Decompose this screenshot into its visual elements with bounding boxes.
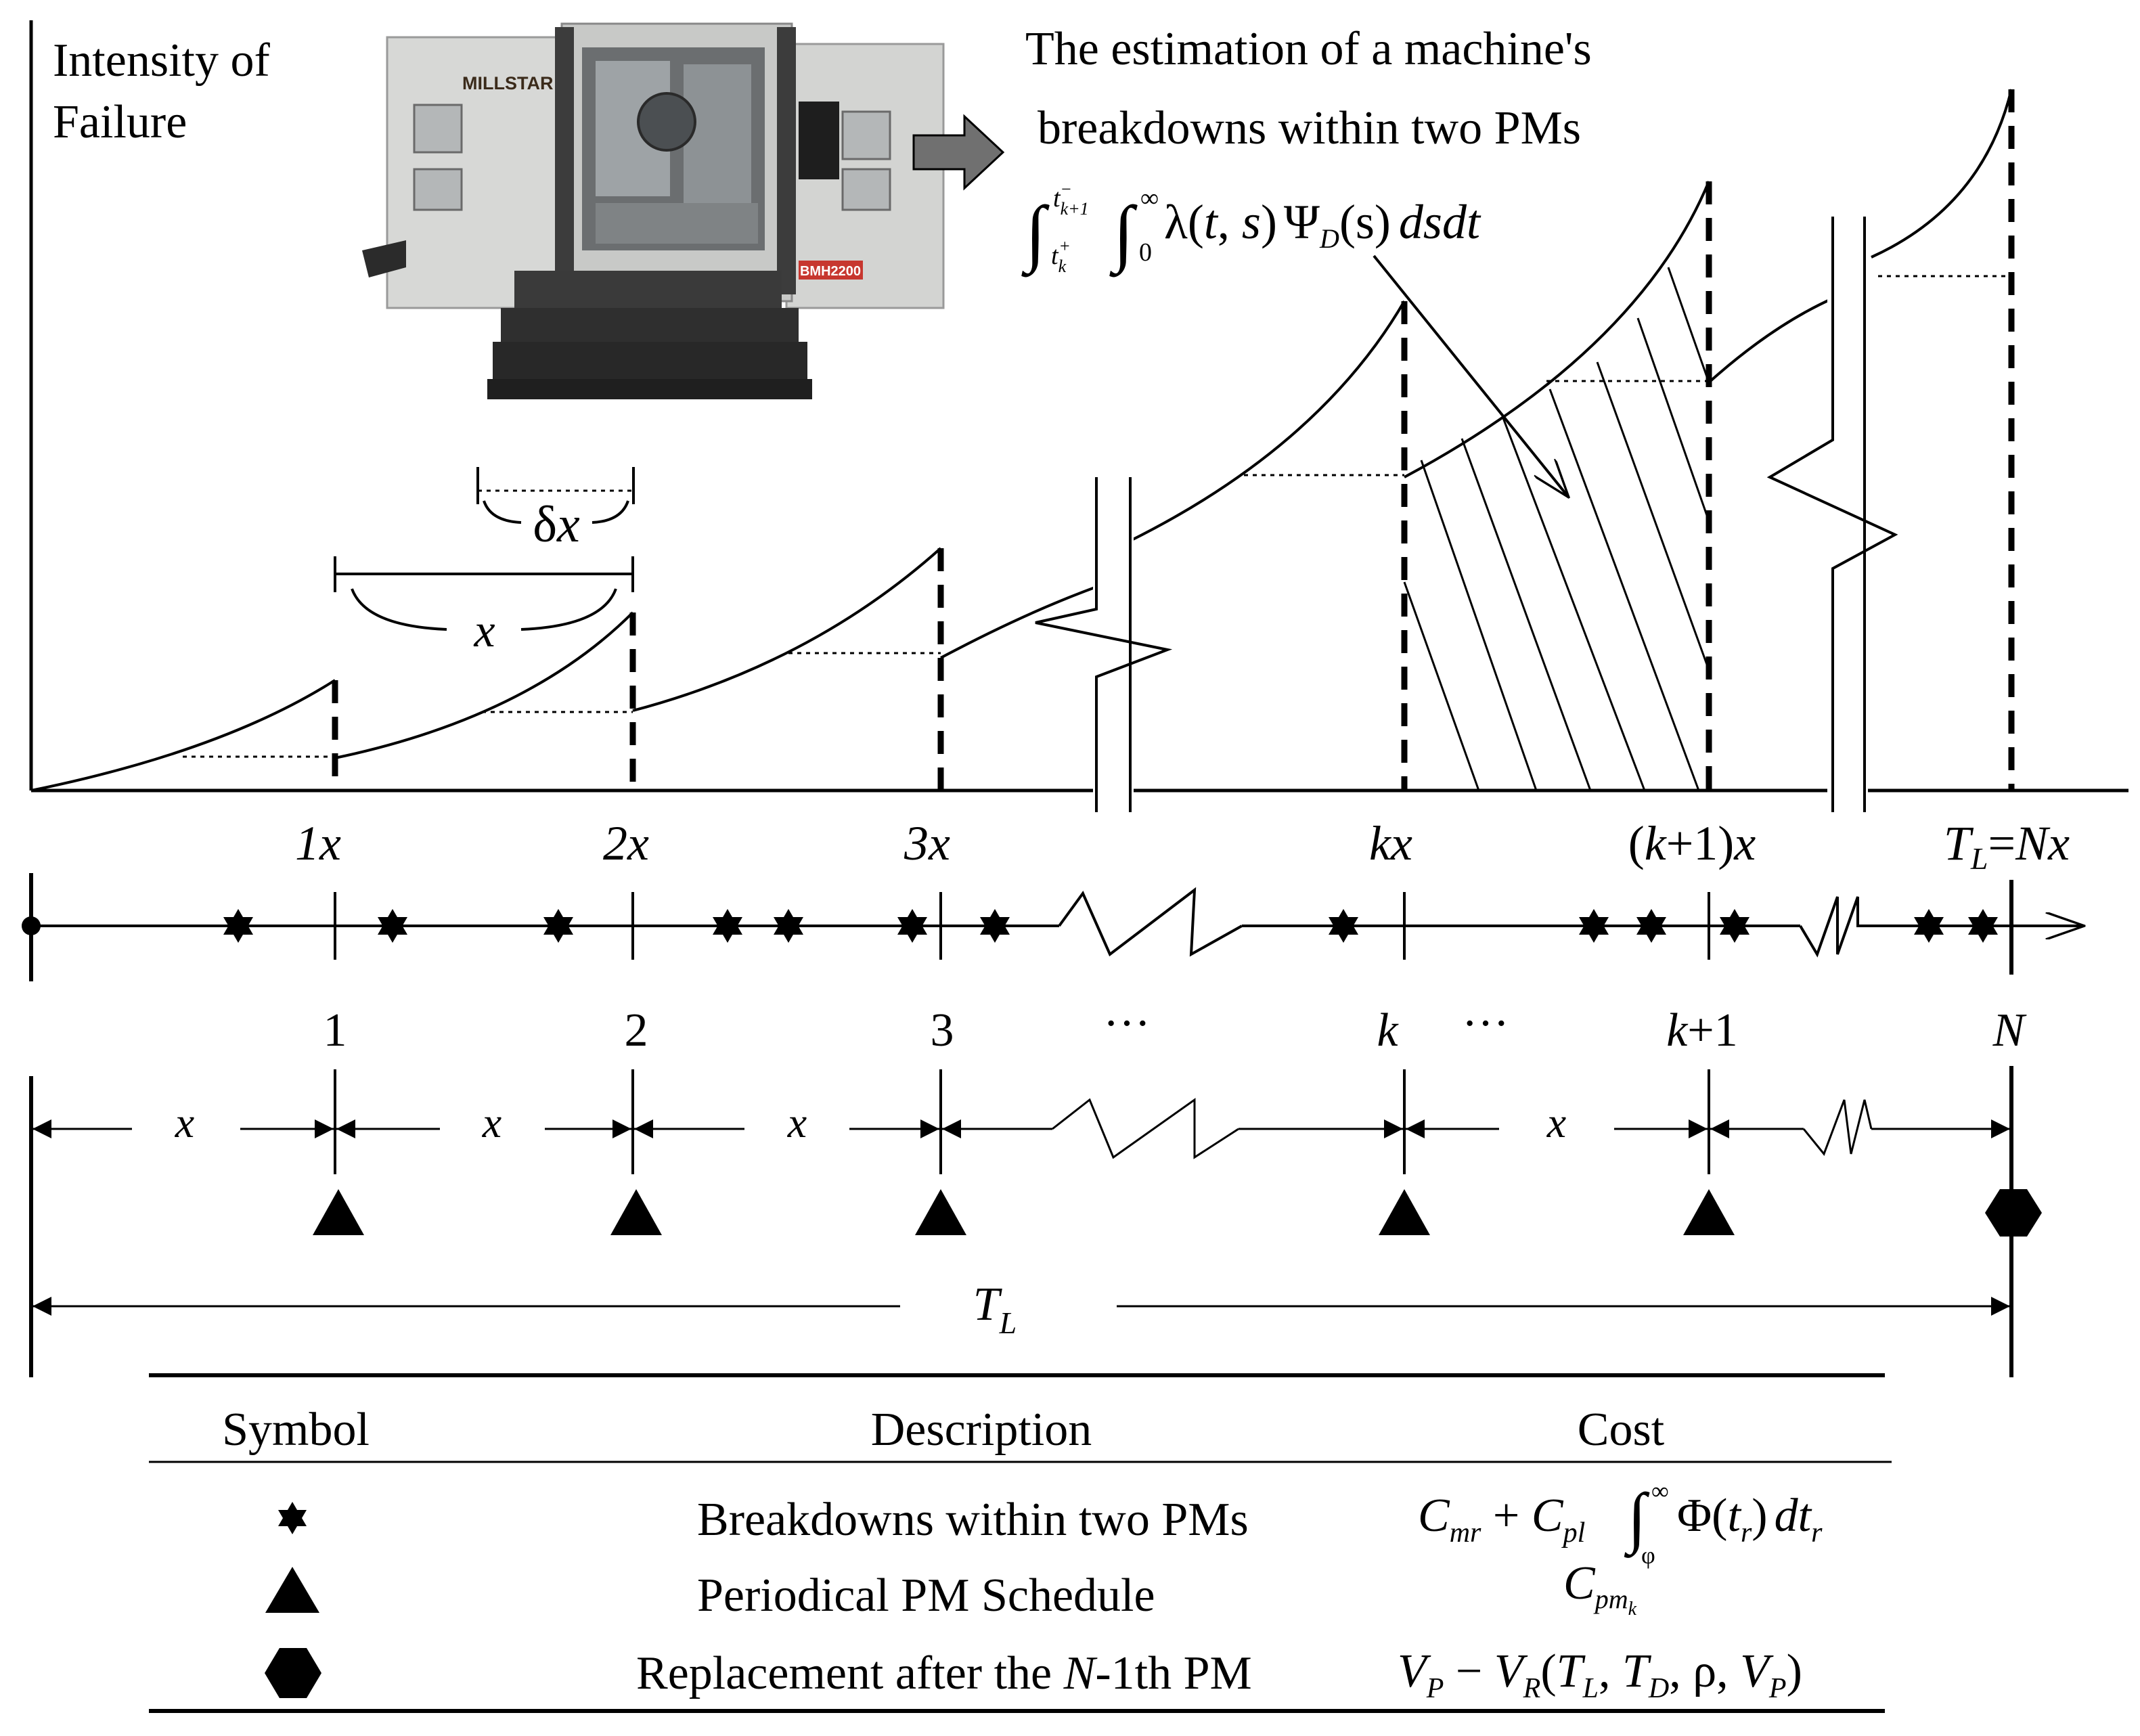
pm-index-labels: 1 2 3 ··· k ··· k+1 N xyxy=(324,998,2027,1056)
breakdown-star-icon xyxy=(1579,909,1609,943)
legend-cost-pm: Cpmk xyxy=(1563,1557,1637,1620)
integral-sign-1: ∫ xyxy=(1021,191,1050,277)
svg-text:0: 0 xyxy=(1139,238,1152,267)
label-k1x: (k+1)x xyxy=(1628,816,1756,870)
axis-break-2 xyxy=(1766,210,1898,812)
svg-text:tk: tk xyxy=(1051,242,1067,276)
pm-label-k: k xyxy=(1377,1004,1399,1056)
spacing-x-4: x xyxy=(1546,1098,1566,1147)
pm-label-1: 1 xyxy=(324,1004,347,1056)
breakdown-star-icon xyxy=(1968,909,1998,943)
callout-line1: The estimation of a machine's xyxy=(1025,23,1592,75)
intensity-curve-1 xyxy=(30,679,336,792)
machine-model: BMH2200 xyxy=(800,264,861,279)
breakdown-star-icon xyxy=(378,909,407,943)
breakdown-timeline xyxy=(22,873,2085,981)
pm-label-3: 3 xyxy=(931,1004,954,1056)
breakdown-star-icon xyxy=(1329,909,1358,943)
breakdown-star-icon xyxy=(1914,909,1944,943)
pm-triangle-3 xyxy=(915,1189,966,1235)
hatched-breakdown-area xyxy=(1403,267,1710,791)
svg-text:Φ(tr)dtr: Φ(tr)dtr xyxy=(1677,1490,1823,1549)
intensity-curve-6a xyxy=(1708,296,1835,384)
pm-label-2: 2 xyxy=(625,1004,648,1056)
legend-desc-replacement: Replacement after the N-1th PM xyxy=(636,1647,1252,1699)
header-description: Description xyxy=(871,1404,1092,1456)
spacing-x-1: x xyxy=(175,1098,194,1147)
breakdown-star-icon xyxy=(713,909,742,943)
pm-label-N: N xyxy=(1992,1004,2027,1056)
svg-text:+: + xyxy=(1060,236,1070,256)
intensity-curve-4a xyxy=(940,581,1111,659)
total-life-label: TL xyxy=(973,1278,1017,1340)
time-multiple-labels: 1x 2x 3x kx (k+1)x TL=Nx xyxy=(295,816,2070,876)
header-cost: Cost xyxy=(1578,1404,1665,1456)
legend-desc-breakdowns: Breakdowns within two PMs xyxy=(697,1494,1249,1546)
label-kx: kx xyxy=(1369,816,1412,870)
y-axis-label-line1: Intensity of xyxy=(53,35,270,87)
legend-cost-replacement: VP − VR(TL, TD, ρ, VP) xyxy=(1398,1645,1802,1704)
breakdown-star-icon xyxy=(543,909,573,943)
breakdown-markers xyxy=(223,909,1998,943)
pm-ellipsis-1: ··· xyxy=(1103,998,1151,1050)
label-1x: 1x xyxy=(295,816,341,870)
svg-text:Cmr + Cpl: Cmr + Cpl xyxy=(1418,1490,1585,1549)
y-axis-label-line2: Failure xyxy=(53,96,187,148)
intensity-curve-3 xyxy=(632,547,942,712)
svg-text:tk+1: tk+1 xyxy=(1053,184,1089,219)
intensity-curve-4b xyxy=(1128,300,1406,543)
integral-sign-2: ∫ xyxy=(1109,191,1138,277)
pm-ellipsis-2: ··· xyxy=(1462,998,1509,1050)
axis-break-1 xyxy=(1035,474,1173,812)
machine-image: MILLSTAR BMH2200 xyxy=(362,22,945,399)
delta-x-bracket: δx xyxy=(476,467,635,553)
callout-arrow xyxy=(912,114,1005,191)
svg-text:λ(t, s)ΨD(s)dsdt: λ(t, s)ΨD(s)dsdt xyxy=(1164,195,1481,254)
breakdown-star-icon xyxy=(980,909,1010,943)
estimation-formula: ∫ tk+1 − tk + ∫ ∞ 0 λ(t, s)ΨD(s)dsdt xyxy=(1021,179,1481,277)
svg-text:∞: ∞ xyxy=(1651,1477,1669,1505)
legend-desc-pm: Periodical PM Schedule xyxy=(697,1570,1155,1622)
svg-text:φ: φ xyxy=(1641,1542,1655,1569)
spacing-x-2: x xyxy=(482,1098,501,1147)
header-symbol: Symbol xyxy=(222,1404,370,1456)
legend-hexagon-icon xyxy=(265,1648,321,1698)
svg-text:VP − VR(TL, TD, ρ, VP): VP − VR(TL, TD, ρ, VP) xyxy=(1398,1645,1802,1704)
callout-line2: breakdowns within two PMs xyxy=(1038,102,1581,154)
legend-table: Symbol Description Cost Breakdowns withi… xyxy=(149,1373,1892,1713)
breakdown-star-icon xyxy=(1720,909,1749,943)
pm-triangle-1 xyxy=(313,1189,364,1235)
label-3x: 3x xyxy=(904,816,950,870)
svg-text:Cpmk: Cpmk xyxy=(1563,1557,1637,1620)
legend-star-icon xyxy=(278,1502,307,1534)
legend-cost-breakdowns: Cmr + Cpl ∫ ∞ φ Φ(tr)dtr xyxy=(1418,1477,1823,1569)
failure-intensity-plot: Intensity of Failure xyxy=(29,20,2128,812)
intensity-curve-6b xyxy=(1871,89,2013,259)
breakdown-star-icon xyxy=(897,909,927,943)
label-TL-Nx: TL=Nx xyxy=(1944,816,2070,876)
svg-text:−: − xyxy=(1061,179,1071,199)
pm-label-k1: k+1 xyxy=(1666,1004,1738,1056)
svg-text:∞: ∞ xyxy=(1140,184,1159,213)
legend-triangle-icon xyxy=(265,1567,319,1613)
intensity-curve-5 xyxy=(1404,181,1710,478)
replacement-hexagon xyxy=(1985,1189,2042,1237)
machine-brand: MILLSTAR xyxy=(462,73,553,93)
pm-spacing-timeline: x x x x TL xyxy=(29,1066,2042,1377)
svg-text:∫: ∫ xyxy=(1624,1479,1650,1558)
spacing-x-3: x xyxy=(787,1098,807,1147)
pm-triangle-k1 xyxy=(1683,1189,1735,1235)
label-2x: 2x xyxy=(603,816,649,870)
intensity-curve-2 xyxy=(334,611,634,759)
breakdown-star-icon xyxy=(774,909,803,943)
pm-triangle-2 xyxy=(610,1189,662,1235)
formula-pointer-arrow xyxy=(1373,254,1569,497)
x-interval-bracket: x xyxy=(334,556,634,657)
breakdown-star-icon xyxy=(1636,909,1666,943)
breakdown-star-icon xyxy=(223,909,253,943)
x-interval-label: x xyxy=(473,605,495,657)
delta-x-label: δx xyxy=(533,496,580,553)
pm-triangle-k xyxy=(1379,1189,1430,1235)
